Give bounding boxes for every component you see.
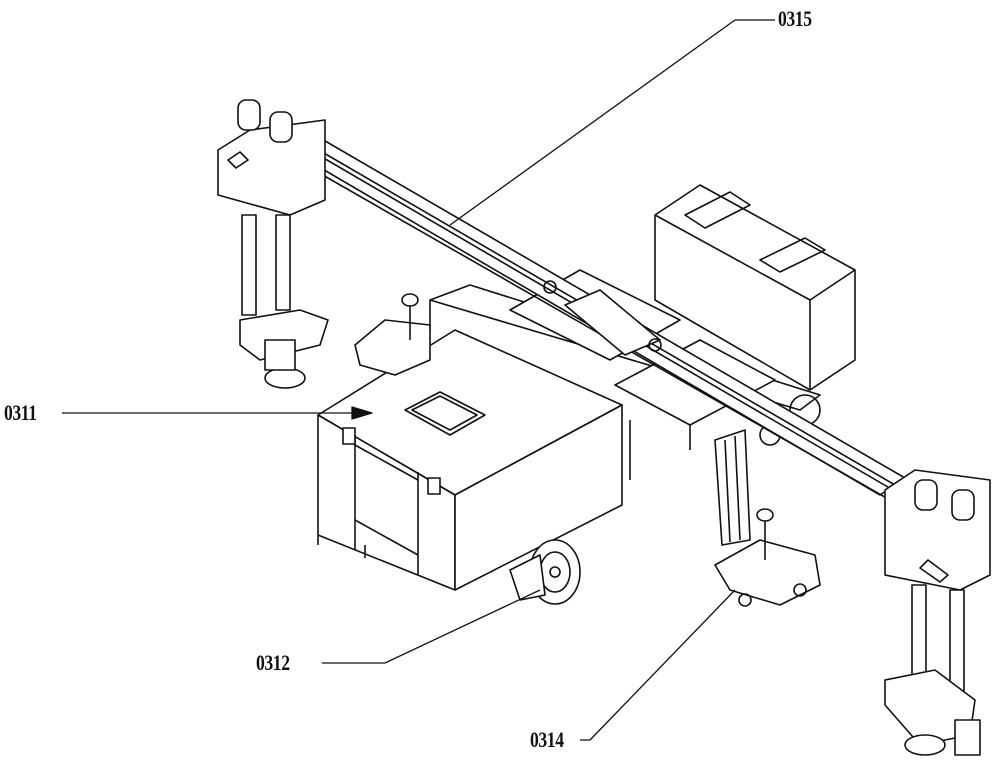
- label-0311: 0311: [4, 400, 37, 425]
- arrow-head-icon: [351, 406, 373, 420]
- leader-0312: [322, 589, 541, 664]
- rear-clamp: [354, 293, 431, 376]
- left-column: [217, 99, 329, 389]
- label-0312: 0312: [256, 650, 290, 675]
- front-clamp: [714, 429, 821, 607]
- right-column: [884, 469, 991, 756]
- cross-beam: [289, 137, 906, 501]
- leader-lines: [62, 19, 775, 741]
- label-0314: 0314: [530, 727, 564, 752]
- rear-box: [654, 184, 856, 391]
- leader-0314: [580, 589, 736, 741]
- wheel: [509, 539, 581, 605]
- housing-box: [317, 329, 623, 591]
- label-0315: 0315: [778, 6, 812, 31]
- leader-0315: [449, 19, 775, 226]
